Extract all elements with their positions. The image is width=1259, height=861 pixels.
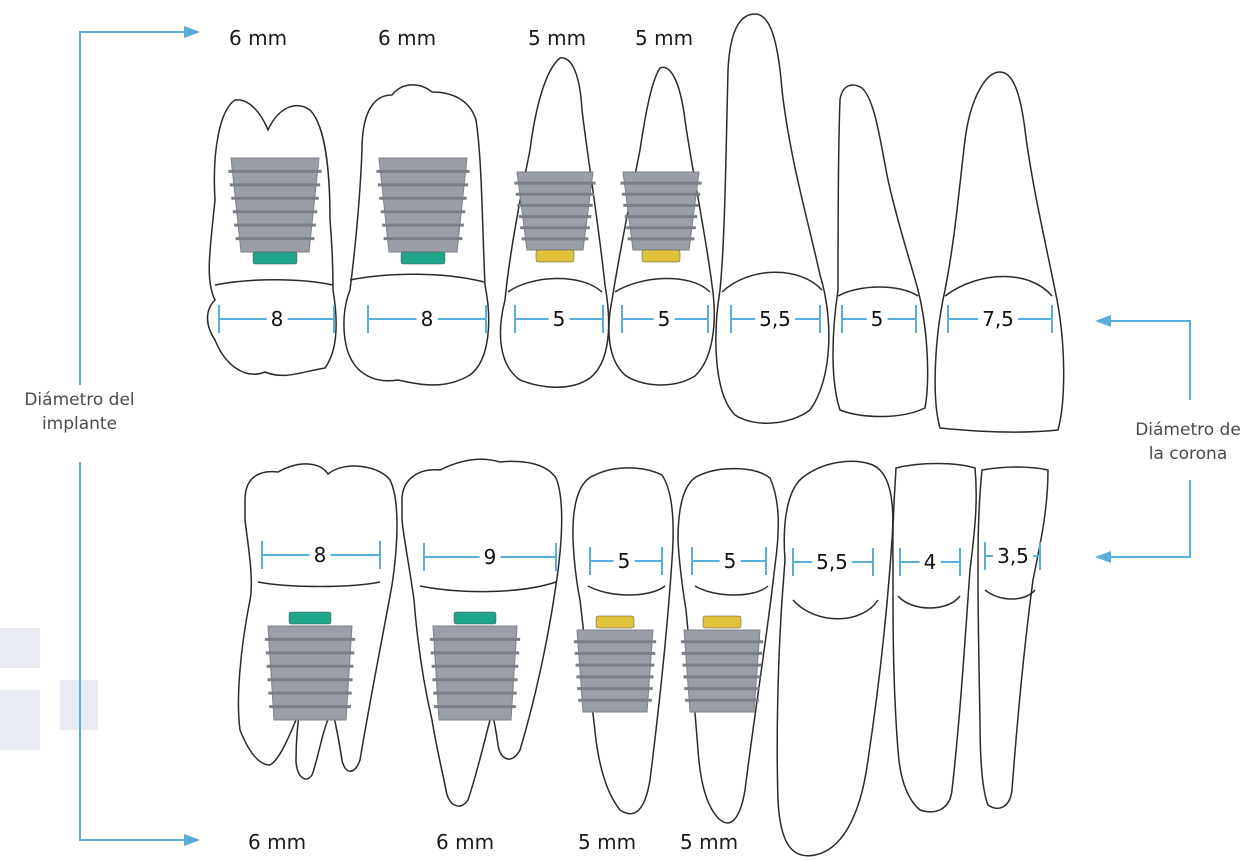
upper-implant <box>514 172 595 262</box>
lower-crown-diameter: 9 <box>480 545 501 569</box>
lower-crown-line <box>898 596 960 608</box>
lower-crown-line <box>793 600 878 619</box>
implant-cap <box>401 252 445 264</box>
lower-crown-line <box>695 586 768 595</box>
lower-implant <box>574 616 656 712</box>
lower-implant <box>681 616 763 712</box>
upper-implant-size: 5 mm <box>635 26 693 50</box>
lower-implant-size: 6 mm <box>248 830 306 854</box>
implant-diameter-line-2: implante <box>2 412 157 436</box>
lower-crown-diameter: 8 <box>310 543 331 567</box>
lower-crown-line <box>985 590 1035 599</box>
upper-crown-diameter: 5 <box>654 307 675 331</box>
lower-crown-diameter: 5 <box>614 549 635 573</box>
upper-crown-diameter: 5 <box>549 307 570 331</box>
lower-crown-diameter: 3,5 <box>993 544 1033 568</box>
upper-implant <box>620 172 701 262</box>
implant-diameter-line-1: Diámetro del <box>2 388 157 412</box>
lower-implant-size: 6 mm <box>436 830 494 854</box>
upper-crown-line <box>508 278 602 292</box>
crown-diameter-label: Diámetro de la corona <box>1118 418 1258 466</box>
upper-crown-line <box>615 278 710 292</box>
implant-cap <box>703 616 741 628</box>
upper-implant-size: 6 mm <box>378 26 436 50</box>
lower-tooth-outline <box>893 464 976 812</box>
upper-crown-diameter: 5,5 <box>755 307 795 331</box>
implant-cap <box>289 612 331 624</box>
crown-diameter-line-1: Diámetro de <box>1118 418 1258 442</box>
implant-diameter-label: Diámetro del implante <box>2 388 157 436</box>
upper-tooth-outline <box>716 14 829 423</box>
lower-implant-size: 5 mm <box>578 830 636 854</box>
implant-cap <box>536 250 574 262</box>
upper-tooth-outline <box>935 72 1064 432</box>
upper-crown-line <box>722 272 822 292</box>
upper-implant-size: 5 mm <box>528 26 586 50</box>
lower-crown-diameter: 4 <box>920 550 941 574</box>
upper-implant <box>228 158 321 264</box>
upper-crown-line <box>215 280 333 285</box>
watermark-logo <box>0 628 98 750</box>
lower-crown-line <box>588 586 665 595</box>
implant-cap <box>642 250 680 262</box>
crown-diameter-line-2: la corona <box>1118 442 1258 466</box>
upper-implant <box>376 158 469 264</box>
lower-implant-size: 5 mm <box>680 830 738 854</box>
upper-crown-diameter: 8 <box>417 307 438 331</box>
implant-cap <box>454 612 496 624</box>
upper-crown-diameter: 7,5 <box>978 307 1018 331</box>
implant-cap <box>253 252 297 264</box>
lower-crown-line <box>420 582 556 592</box>
lower-crown-diameter: 5 <box>720 549 741 573</box>
lower-tooth-outline <box>978 467 1048 808</box>
lower-crown-diameter: 5,5 <box>812 550 852 574</box>
upper-crown-line <box>945 277 1052 297</box>
implant-cap <box>596 616 634 628</box>
lower-implant <box>265 612 355 720</box>
lower-crown-line <box>258 582 380 587</box>
upper-crown-line <box>350 274 484 282</box>
upper-crown-line <box>838 287 918 296</box>
lower-tooth-outline <box>777 461 893 855</box>
upper-implant-size: 6 mm <box>229 26 287 50</box>
upper-tooth-outline <box>833 85 928 416</box>
upper-crown-diameter: 5 <box>867 307 888 331</box>
lower-implant <box>430 612 520 720</box>
upper-crown-diameter: 8 <box>267 307 288 331</box>
